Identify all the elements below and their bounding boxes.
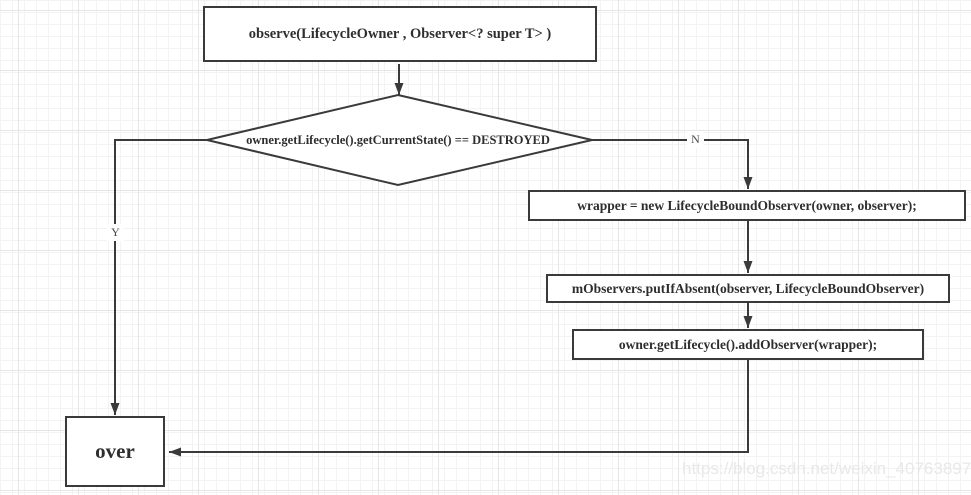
branch-label-yes: Y xyxy=(107,224,124,241)
watermark-text: https://blog.csdn.net/weixin_40763897 xyxy=(682,459,971,478)
flow-node-put-if-absent: mObservers.putIfAbsent(observer, Lifecyc… xyxy=(546,274,950,303)
flow-node-wrapper: wrapper = new LifecycleBoundObserver(own… xyxy=(528,190,966,221)
flow-node-over: over xyxy=(65,416,165,487)
edge-no-to-wrapper xyxy=(592,139,753,189)
flow-node-observe: observe(LifecycleOwner , Observer<? supe… xyxy=(203,6,597,62)
branch-label-no: N xyxy=(687,131,704,148)
decision-diamond-shape xyxy=(206,93,593,187)
flow-node-add-observer: owner.getLifecycle().addObserver(wrapper… xyxy=(572,329,924,360)
flow-node-decision-label: owner.getLifecycle().getCurrentState() =… xyxy=(246,133,550,147)
edge-add-to-over xyxy=(169,360,749,457)
edge-yes-to-over xyxy=(110,139,207,415)
